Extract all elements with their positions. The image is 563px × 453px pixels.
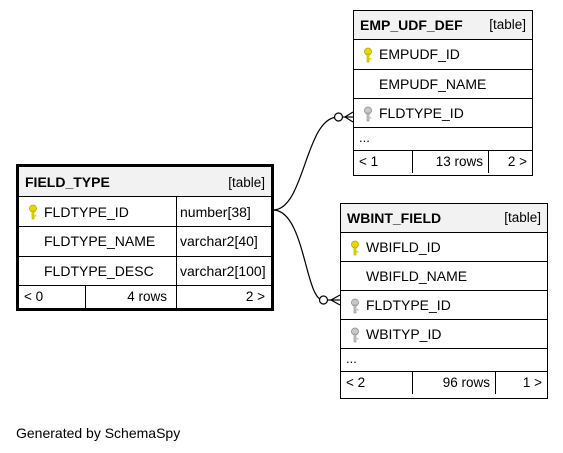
column-row[interactable]: WBITYP_ID <box>341 320 547 349</box>
table-emp-udf-def[interactable]: EMP_UDF_DEF [table] EMPUDF_ID EMPUDF_NAM… <box>353 10 533 176</box>
column-type: varchar2[100] <box>180 263 266 279</box>
column-row[interactable]: FLDTYPE_NAME varchar2[40] <box>19 227 271 257</box>
column-name: FLDTYPE_DESC <box>44 263 154 279</box>
table-name: FIELD_TYPE <box>25 174 110 190</box>
primary-key-icon <box>351 240 359 256</box>
column-row[interactable]: FLDTYPE_ID number[38] <box>19 197 271 227</box>
more-columns-ellipsis: ... <box>341 349 547 372</box>
table-footer: < 0 4 rows 2 > <box>19 286 271 308</box>
column-row[interactable]: EMPUDF_NAME <box>354 70 532 99</box>
column-row[interactable]: WBIFLD_ID <box>341 233 547 262</box>
parents-count[interactable]: < 2 <box>346 375 366 390</box>
children-count[interactable]: 1 > <box>522 375 542 390</box>
column-name: WBIFLD_NAME <box>366 268 468 284</box>
column-row[interactable]: WBIFLD_NAME <box>341 262 547 291</box>
table-name: WBINT_FIELD <box>347 210 442 226</box>
foreign-key-icon <box>364 106 372 122</box>
parents-count[interactable]: < 0 <box>24 289 44 304</box>
ellipsis-text: ... <box>346 351 357 366</box>
table-field-type[interactable]: FIELD_TYPE [table] FLDTYPE_ID number[38]… <box>16 164 274 311</box>
column-type: varchar2[40] <box>180 233 258 249</box>
row-count: 4 rows <box>127 289 167 304</box>
column-row[interactable]: FLDTYPE_ID <box>341 291 547 320</box>
edge-field-type-to-emp-udf-def <box>272 116 339 211</box>
column-divider <box>176 197 177 226</box>
column-name: WBITYP_ID <box>366 326 442 342</box>
table-header: EMP_UDF_DEF [table] <box>354 11 532 40</box>
row-count: 13 rows <box>435 154 483 169</box>
row-count: 96 rows <box>442 375 490 390</box>
column-name: FLDTYPE_NAME <box>44 233 156 249</box>
generated-by-credit: Generated by SchemaSpy <box>16 425 181 441</box>
column-name: EMPUDF_NAME <box>379 76 487 92</box>
column-type: number[38] <box>180 204 251 220</box>
table-kind: [table] <box>504 210 541 225</box>
parents-count[interactable]: < 1 <box>359 154 379 169</box>
foreign-key-icon <box>351 298 359 314</box>
table-footer: < 2 96 rows 1 > <box>341 372 547 394</box>
table-kind: [table] <box>228 175 265 190</box>
column-divider <box>176 257 177 285</box>
column-name: FLDTYPE_ID <box>379 105 464 121</box>
ellipsis-text: ... <box>359 130 370 145</box>
table-footer: < 1 13 rows 2 > <box>354 151 532 173</box>
primary-key-icon <box>364 47 372 63</box>
column-row[interactable]: FLDTYPE_DESC varchar2[100] <box>19 257 271 286</box>
table-kind: [table] <box>489 17 526 32</box>
crowfoot-emp-udf-def <box>333 111 354 123</box>
table-header: WBINT_FIELD [table] <box>341 204 547 233</box>
column-row[interactable]: FLDTYPE_ID <box>354 99 532 128</box>
column-name: WBIFLD_ID <box>366 239 441 255</box>
table-wbint-field[interactable]: WBINT_FIELD [table] WBIFLD_ID WBIFLD_NAM… <box>340 203 548 399</box>
table-name: EMP_UDF_DEF <box>360 17 463 33</box>
column-row[interactable]: EMPUDF_ID <box>354 40 532 70</box>
children-count[interactable]: 2 > <box>245 289 265 304</box>
table-header: FIELD_TYPE [table] <box>19 167 271 197</box>
crowfoot-wbint-field <box>318 294 341 306</box>
column-name: EMPUDF_ID <box>379 46 460 62</box>
primary-key-icon <box>29 204 37 220</box>
column-name: FLDTYPE_ID <box>44 204 129 220</box>
foreign-key-icon <box>351 327 359 343</box>
children-count[interactable]: 2 > <box>507 154 527 169</box>
edge-field-type-to-wbint-field <box>272 209 324 301</box>
more-columns-ellipsis: ... <box>354 128 532 151</box>
column-name: FLDTYPE_ID <box>366 297 451 313</box>
column-divider <box>176 227 177 256</box>
